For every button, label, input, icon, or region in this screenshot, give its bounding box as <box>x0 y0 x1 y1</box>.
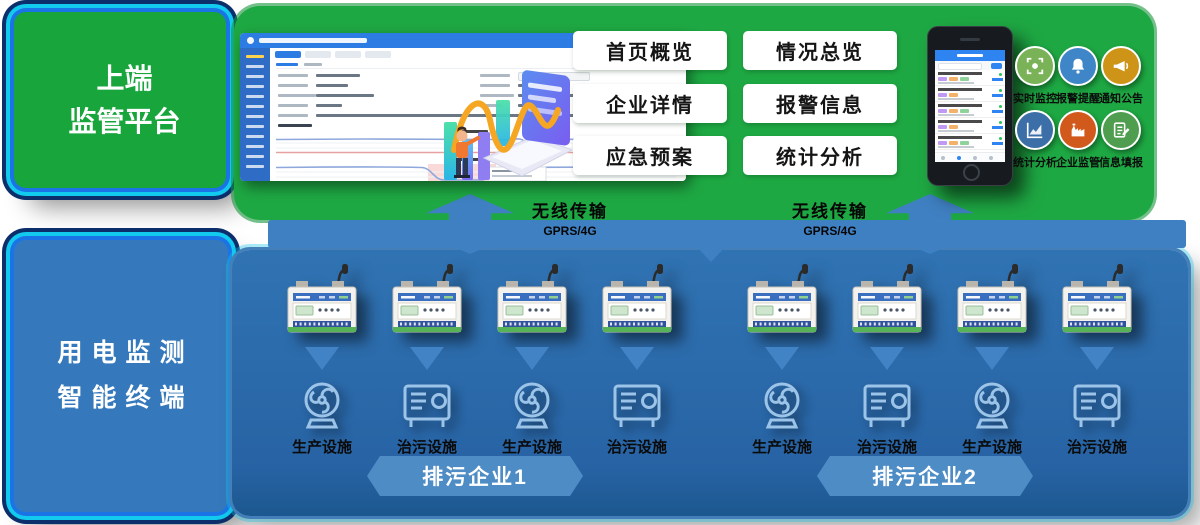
line-chart-icon <box>1026 122 1043 139</box>
app-list-item[interactable] <box>935 102 1005 118</box>
power-meter-device <box>391 264 463 334</box>
feature-circle-stats[interactable] <box>1015 110 1055 150</box>
link-label-right: 无线传输 GPRS/4G <box>792 202 868 238</box>
app-list-item[interactable] <box>935 118 1005 134</box>
band-to-box-notch <box>697 247 725 262</box>
power-meter-device <box>956 264 1028 334</box>
dashboard-tab[interactable] <box>365 51 391 58</box>
equipment-machine-icon <box>863 384 911 429</box>
person-figure <box>454 126 480 178</box>
bar-chart-3d <box>444 100 510 180</box>
feature-circle-alarm[interactable] <box>1058 46 1098 86</box>
app-list-item[interactable] <box>935 86 1005 102</box>
dashboard-sidebar[interactable] <box>240 48 270 181</box>
feature-label-report: 信息填报 <box>1099 157 1143 169</box>
terminal-label-panel: 用电监测 智能终端 <box>14 240 228 512</box>
dashboard-tab[interactable] <box>305 51 331 58</box>
equipment-machine-icon <box>1073 384 1121 429</box>
factory-icon <box>1071 123 1085 137</box>
power-meter-device <box>286 264 358 334</box>
scan-frame-icon <box>1026 57 1044 75</box>
power-meter-device <box>496 264 568 334</box>
terminal-label-line2: 智能终端 <box>57 384 194 412</box>
wave-line <box>451 100 561 153</box>
phone-speaker <box>960 38 980 41</box>
machine-label: 治污设施 <box>856 439 917 456</box>
app-bottom-nav[interactable] <box>935 152 1005 162</box>
terminal-label-line1: 用电监测 <box>57 339 194 367</box>
upper-platform-label-line1: 上端 <box>96 62 153 94</box>
power-meter-device <box>601 264 673 334</box>
feature-label-announce: 通知公告 <box>1099 93 1143 105</box>
analytics-illustration <box>444 70 574 180</box>
app-header <box>935 50 1005 61</box>
app-list-item[interactable] <box>935 134 1005 150</box>
feature-circle-monitor[interactable] <box>1015 46 1055 86</box>
function-button-emergency-plan[interactable]: 应急预案 <box>573 136 727 175</box>
machine-label: 治污设施 <box>396 439 457 456</box>
app-search-bar[interactable] <box>935 61 1005 70</box>
bell-icon <box>1071 58 1085 74</box>
machine-label: 治污设施 <box>1066 439 1127 456</box>
down-arrow <box>1080 347 1114 370</box>
feature-label-stats: 统计分析 <box>1013 157 1057 169</box>
power-meter-device <box>746 264 818 334</box>
power-meter-device <box>1061 264 1133 334</box>
upper-platform-label-panel: 上端 监管平台 <box>14 12 226 188</box>
down-arrow <box>765 347 799 370</box>
app-list-item[interactable] <box>935 70 1005 86</box>
machine-label: 生产设施 <box>501 439 562 456</box>
dashboard-tab[interactable] <box>335 51 361 58</box>
down-arrow <box>305 347 339 370</box>
function-button-enterprise-detail[interactable]: 企业详情 <box>573 84 727 123</box>
enterprise-2-ribbon: 排污企业2 <box>817 456 1033 496</box>
feature-label-alarm: 报警提醒 <box>1056 93 1100 105</box>
dashboard-title <box>259 38 367 43</box>
machine-label: 治污设施 <box>606 439 667 456</box>
fan-machine-icon <box>974 382 1010 429</box>
laptop-icon <box>482 70 574 177</box>
feature-circle-enterprise[interactable] <box>1058 110 1098 150</box>
machine-label: 生产设施 <box>751 439 812 456</box>
machine-label: 生产设施 <box>291 439 352 456</box>
phone-screen <box>935 50 1005 162</box>
dashboard-tab[interactable] <box>275 51 301 58</box>
feature-circle-announce[interactable] <box>1101 46 1141 86</box>
phone-home-button[interactable] <box>963 164 980 181</box>
down-arrow <box>870 347 904 370</box>
dashboard-subtab[interactable] <box>276 63 298 66</box>
enterprise-1-ribbon: 排污企业1 <box>367 456 583 496</box>
fan-machine-icon <box>514 382 550 429</box>
fan-machine-icon <box>304 382 340 429</box>
function-button-home-overview[interactable]: 首页概览 <box>573 31 727 70</box>
upper-platform-label-line2: 监管平台 <box>68 106 181 137</box>
machine-label: 生产设施 <box>961 439 1022 456</box>
fan-machine-icon <box>764 382 800 429</box>
feature-label-monitor: 实时监控 <box>1013 93 1057 105</box>
function-button-alarm-info[interactable]: 报警信息 <box>743 84 897 123</box>
function-button-situation-overview[interactable]: 情况总览 <box>743 31 897 70</box>
link-label-left: 无线传输 GPRS/4G <box>532 202 608 238</box>
down-arrow <box>620 347 654 370</box>
down-arrow <box>410 347 444 370</box>
function-button-statistics[interactable]: 统计分析 <box>743 136 897 175</box>
data-link-band <box>268 220 1186 248</box>
down-arrow <box>515 347 549 370</box>
feature-circle-report[interactable] <box>1101 110 1141 150</box>
dashboard-subtab[interactable] <box>304 63 322 66</box>
megaphone-icon <box>1113 61 1129 72</box>
mobile-app-screenshot <box>927 26 1013 186</box>
feature-label-enterprise: 企业监管 <box>1056 157 1100 169</box>
equipment-machine-icon <box>613 384 661 429</box>
dashboard-logo-icon <box>247 37 254 44</box>
equipment-machine-icon <box>403 384 451 429</box>
down-arrow <box>975 347 1009 370</box>
power-meter-device <box>851 264 923 334</box>
edit-note-icon <box>1113 122 1130 138</box>
